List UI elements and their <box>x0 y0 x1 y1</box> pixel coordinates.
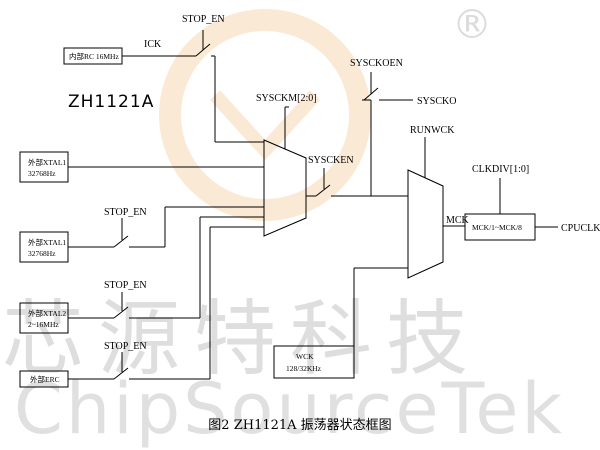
wck-label-line2: 128/32KHz <box>286 364 322 373</box>
ext-xtal1-label-2-line1: 外部XTAL1 <box>28 237 66 247</box>
label-sycken: SYSCKEN <box>308 155 354 166</box>
watermark-brand-en: ChipSourceTek <box>14 368 566 450</box>
divider-label: MCK/1~MCK/8 <box>472 223 522 232</box>
label-sysco: SYSCKO <box>417 96 456 107</box>
figure-caption: 图2 ZH1121A 振荡器状态框图 <box>208 418 392 433</box>
ext-erc-label: 外部ERC <box>30 374 60 384</box>
mck-mux <box>407 169 444 279</box>
label-stop-en-xtal1: STOP_EN <box>104 207 147 218</box>
registered-mark: ® <box>452 2 492 48</box>
label-stop-en-ick: STOP_EN <box>182 14 225 25</box>
internal-rc-label: 内部RC 16MHz <box>69 51 119 61</box>
chip-title: ZH1121A <box>68 92 155 112</box>
ext-xtal2-label-line1: 外部XTAL2 <box>28 308 66 318</box>
wck-label-line1: WCK <box>296 352 314 361</box>
label-stop-en-erc: STOP_EN <box>104 341 147 352</box>
label-mck: MCK <box>446 215 470 226</box>
ext-xtal1-label-1-line1: 外部XTAL1 <box>28 157 66 167</box>
label-sysckm: SYSCKM[2:0] <box>256 93 317 104</box>
ext-xtal2-label-line2: 2~16MHz <box>28 320 59 329</box>
label-clkdiv: CLKDIV[1:0] <box>472 164 529 175</box>
logo-watermark <box>159 9 371 221</box>
sysck-mux <box>263 139 307 237</box>
label-runwck: RUNWCK <box>410 125 455 136</box>
label-stop-en-xtal2: STOP_EN <box>104 280 147 291</box>
watermark-brand-cn: 芯源特科技 <box>2 292 483 387</box>
label-sysckoen: SYSCKOEN <box>350 58 403 69</box>
ext-xtal1-label-1-line2: 32768Hz <box>28 169 56 178</box>
label-cpuclk: CPUCLK <box>561 223 600 234</box>
ext-xtal1-label-2-line2: 32768Hz <box>28 249 56 258</box>
label-ick: ICK <box>144 39 162 50</box>
wck-box <box>273 345 355 379</box>
